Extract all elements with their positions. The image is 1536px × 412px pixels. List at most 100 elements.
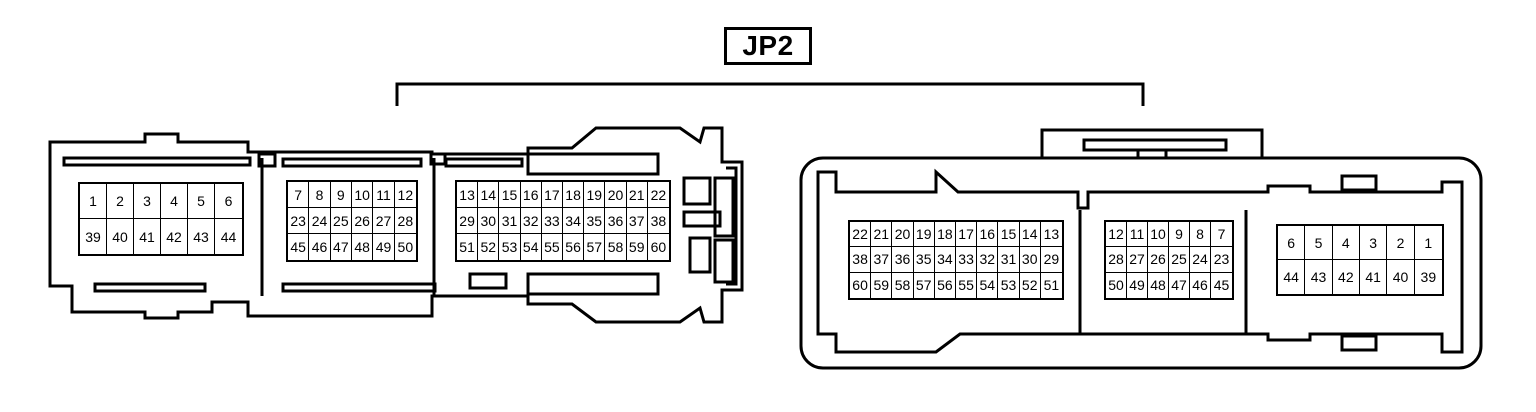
pin-cell: 44 <box>1278 260 1306 294</box>
pin-cell: 14 <box>478 182 500 208</box>
right-top-key <box>1082 138 1228 152</box>
left-rail-top-1 <box>62 156 252 167</box>
left-latch-bottom-b <box>526 272 660 296</box>
left-key-3 <box>688 236 712 274</box>
pin-cell: 2 <box>1387 226 1415 260</box>
pin-cell: 59 <box>871 272 893 298</box>
pin-cell: 28 <box>394 208 416 234</box>
pin-cell: 15 <box>998 222 1020 248</box>
pin-cell: 56 <box>935 272 956 298</box>
pin-cell: 8 <box>309 182 331 208</box>
pin-cell: 26 <box>1148 247 1169 273</box>
pin-cell: 38 <box>850 247 872 273</box>
pin-cell: 10 <box>1148 222 1169 248</box>
pin-cell: 59 <box>627 234 648 260</box>
pin-cell: 24 <box>309 208 331 234</box>
pin-cell: 46 <box>1190 272 1211 298</box>
pin-cell: 60 <box>650 239 667 255</box>
pin-cell: 40 <box>1387 260 1415 294</box>
pin-cell: 23 <box>288 208 310 234</box>
pin-cell: 27 <box>1127 247 1148 273</box>
left-key-4 <box>713 176 735 238</box>
pin-cell: 58 <box>605 234 627 260</box>
left-key-2 <box>682 210 722 228</box>
pin-cell: 25 <box>1169 247 1190 273</box>
pin-cell: 20 <box>892 222 914 248</box>
right-bottom-tab <box>1340 334 1378 352</box>
pin-cell: 7 <box>1211 222 1232 248</box>
left-tab-top-2 <box>429 152 447 166</box>
pin-cell: 12 <box>394 182 416 208</box>
pin-cell: 10 <box>352 182 374 208</box>
pin-cell: 4 <box>161 184 188 219</box>
pin-cell: 1 <box>1414 226 1442 260</box>
pin-cell: 52 <box>478 234 500 260</box>
pin-cell: 17 <box>541 182 563 208</box>
pin-cell: 49 <box>1127 272 1148 298</box>
pin-cell: 30 <box>1019 247 1041 273</box>
pin-cell: 31 <box>998 247 1020 273</box>
left-key-1 <box>682 176 712 206</box>
left-rail-bottom-1 <box>93 282 207 293</box>
pin-cell: 52 <box>1020 272 1041 298</box>
pin-cell: 51 <box>457 234 479 260</box>
pin-cell: 3 <box>1360 226 1388 260</box>
pin-cell: 60 <box>850 272 872 298</box>
pin-cell: 38 <box>647 208 669 234</box>
right-top-tab <box>1340 174 1378 192</box>
pin-cell: 22 <box>647 182 669 208</box>
pin-cell: 25 <box>330 208 352 234</box>
right-connector-body <box>799 156 1483 370</box>
pin-cell: 58 <box>892 272 914 298</box>
pin-cell: 41 <box>1360 260 1388 294</box>
pin-cell: 44 <box>220 228 237 245</box>
pin-cell: 14 <box>1019 222 1041 248</box>
pin-cell: 54 <box>977 272 999 298</box>
pin-cell: 45 <box>1213 277 1230 294</box>
pin-cell: 35 <box>913 247 935 273</box>
pin-cell: 31 <box>499 208 521 234</box>
pin-cell: 19 <box>584 182 606 208</box>
pin-cell: 43 <box>1305 260 1333 294</box>
jp2-label: JP2 <box>724 27 812 65</box>
pin-cell: 32 <box>977 247 999 273</box>
left-latch-bottom-a <box>468 272 508 290</box>
pin-cell: 4 <box>1332 226 1360 260</box>
pin-cell: 36 <box>605 208 627 234</box>
pin-cell: 40 <box>107 219 134 254</box>
pin-cell: 11 <box>1127 222 1148 248</box>
pin-cell: 35 <box>584 208 606 234</box>
pin-cell: 57 <box>914 272 935 298</box>
right-top-housing <box>1040 128 1264 158</box>
pin-cell: 46 <box>309 234 331 260</box>
pin-cell: 53 <box>499 234 521 260</box>
pin-cell: 39 <box>1420 269 1437 285</box>
pin-cell: 55 <box>542 234 563 260</box>
pin-cell: 55 <box>956 272 978 298</box>
left-rail-top-3 <box>444 157 524 168</box>
pin-cell: 23 <box>1211 247 1232 273</box>
pin-cell: 49 <box>373 234 395 260</box>
right-connector-inner <box>816 168 1464 354</box>
pin-cell: 45 <box>288 234 310 260</box>
pin-cell: 16 <box>520 182 542 208</box>
pin-cell: 9 <box>330 182 352 208</box>
pin-cell: 13 <box>1040 222 1062 248</box>
pin-cell: 12 <box>1106 222 1127 248</box>
pin-cell: 42 <box>161 219 188 254</box>
pin-cell: 13 <box>457 182 479 208</box>
pin-cell: 43 <box>188 219 215 254</box>
pin-cell: 15 <box>499 182 521 208</box>
pin-cell: 37 <box>626 208 648 234</box>
right-top-ribs <box>1136 150 1168 158</box>
pin-cell: 47 <box>1169 272 1190 298</box>
pin-cell: 2 <box>107 184 134 219</box>
pin-cell: 24 <box>1190 247 1211 273</box>
pin-cell: 56 <box>563 234 585 260</box>
